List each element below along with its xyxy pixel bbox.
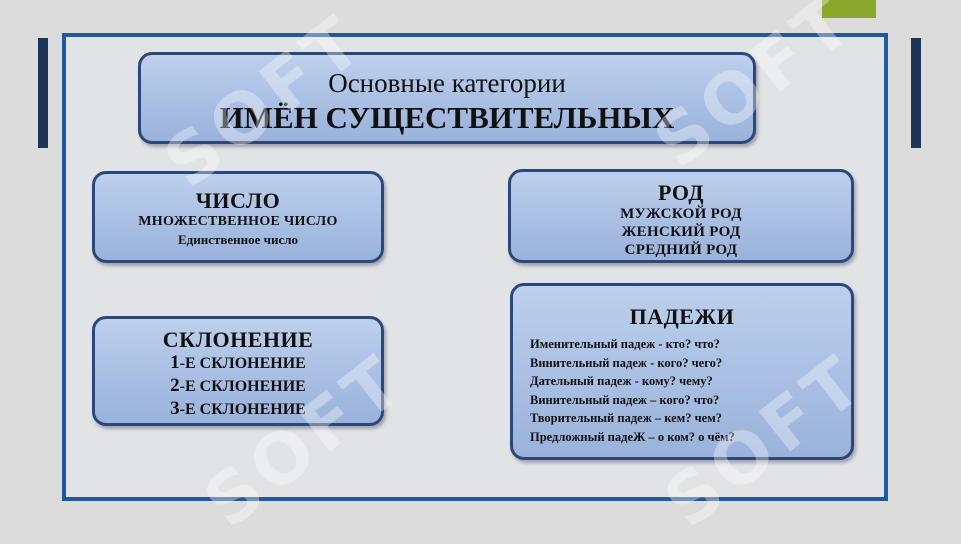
title-line-2: ИМЁН СУЩЕСТВИТЕЛЬНЫХ [219,100,675,135]
title-box: Основные категории ИМЁН СУЩЕСТВИТЕЛЬНЫХ [138,52,756,144]
left-side-bar [38,38,48,148]
declension-category-box: СКЛОНЕНИЕ 1-Е СКЛОНЕНИЕ 2-Е СКЛОНЕНИЕ 3-… [92,316,384,426]
number-category-box: ЧИСЛО МНОЖЕСТВЕННОЕ ЧИСЛО Единственное ч… [92,171,384,263]
number-heading: ЧИСЛО [195,188,281,213]
gender-heading: РОД [658,180,704,205]
number-item: Единственное число [177,232,299,247]
gender-category-box: РОД МУЖСКОЙ РОД ЖЕНСКИЙ РОД СРЕДНИЙ РОД [508,169,854,263]
case-item: Винительный падеж - кого? чего? [530,355,723,370]
declension-label: -Е СКЛОНЕНИЕ [179,355,306,372]
title-line-1: Основные категории [328,68,566,98]
declension-number: 3 [170,398,180,419]
declension-item: 2-Е СКЛОНЕНИЕ [95,375,381,398]
gender-item: СРЕДНИЙ РОД [624,242,738,258]
declension-label: -Е СКЛОНЕНИЕ [179,378,306,395]
case-item: Дательный падеж - кому? чему? [530,374,713,389]
cases-heading: ПАДЕЖИ [629,304,735,329]
declension-number: 1 [170,352,180,373]
declension-item: 3-Е СКЛОНЕНИЕ [95,398,381,421]
accent-tab [822,0,876,18]
gender-item: МУЖСКОЙ РОД [620,206,742,222]
case-item: Творительный падеж – кем? чем? [530,411,722,426]
cases-category-box: ПАДЕЖИ Именительный падеж - кто? что? Ви… [510,283,854,460]
case-item: Винительный падеж – кого? что? [530,392,720,407]
declension-label: -Е СКЛОНЕНИЕ [179,401,306,418]
right-side-bar [911,38,921,148]
cases-list: Именительный падеж - кто? что? Винительн… [513,335,851,447]
declension-number: 2 [170,375,180,396]
case-item: Предложный падеЖ – о ком? о чём? [530,429,735,444]
declension-heading: СКЛОНЕНИЕ [162,327,314,352]
number-item: МНОЖЕСТВЕННОЕ ЧИСЛО [138,214,338,229]
gender-item: ЖЕНСКИЙ РОД [621,224,741,240]
declension-item: 1-Е СКЛОНЕНИЕ [95,352,381,375]
case-item: Именительный падеж - кто? что? [530,337,720,351]
